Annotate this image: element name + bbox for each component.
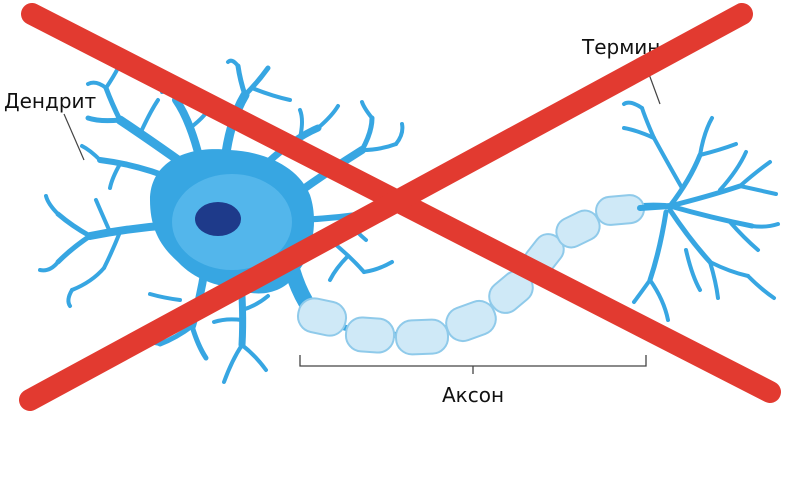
myelin-segment xyxy=(296,297,348,337)
dendrite-label: Дендрит xyxy=(4,89,97,113)
axon-terminals xyxy=(622,100,780,322)
myelin-sheath xyxy=(296,194,645,356)
axon-bracket xyxy=(299,355,647,374)
myelin-segment xyxy=(445,299,497,343)
myelin-segment xyxy=(595,194,645,226)
myelin-segment xyxy=(344,316,396,354)
red-x-icon xyxy=(19,3,781,411)
axon-label: Аксон xyxy=(442,383,504,407)
nucleus xyxy=(195,202,241,236)
myelin-segment xyxy=(394,318,450,356)
dendrite-pointer xyxy=(63,113,85,161)
